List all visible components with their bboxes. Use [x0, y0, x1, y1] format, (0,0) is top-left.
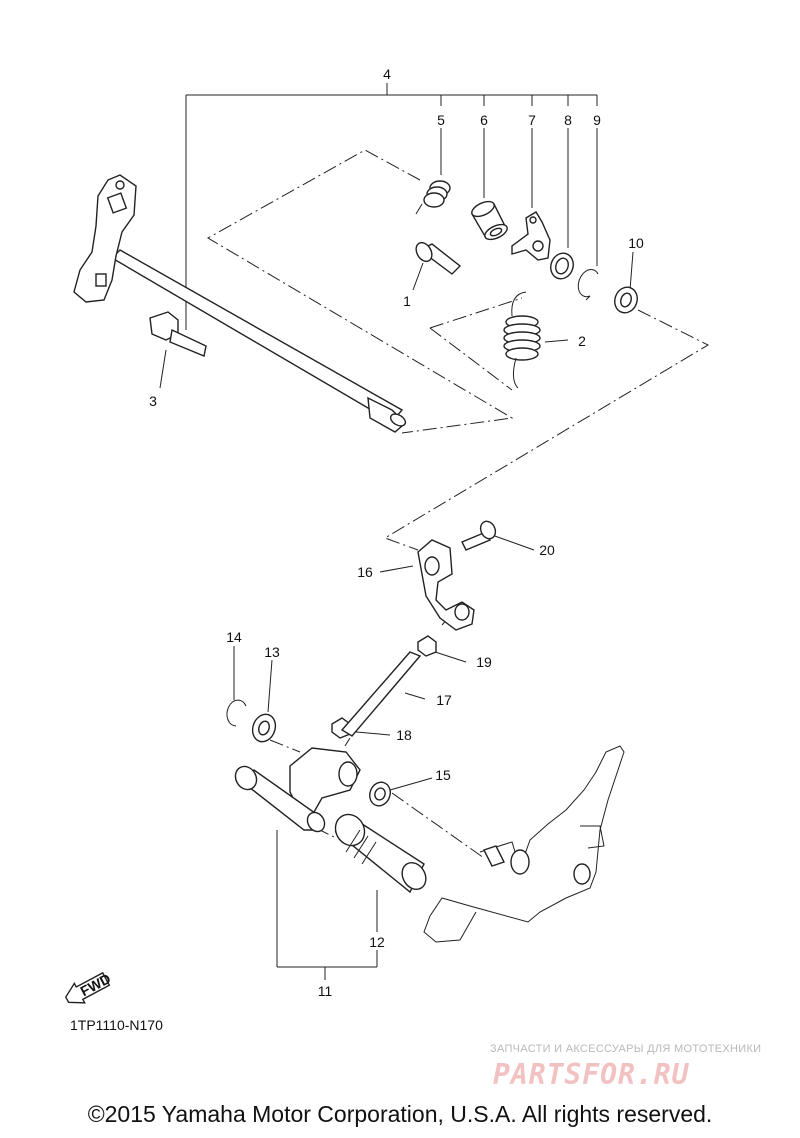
washer-part-13	[251, 713, 277, 743]
leader-lines	[159, 83, 634, 980]
circlip-part-9	[577, 269, 599, 301]
fwd-arrow-icon: FWD	[64, 970, 114, 1004]
callout-19: 19	[476, 654, 492, 670]
collar-part-6	[471, 200, 508, 241]
watermark-logo: PARTSFOR.RU	[493, 1058, 690, 1091]
shift-shaft-assembly	[73, 174, 407, 433]
nut-part-19	[417, 635, 437, 657]
lever-part-7	[511, 211, 551, 261]
callout-10: 10	[628, 235, 644, 251]
spring-part-2	[503, 291, 541, 389]
bolt-part-3	[149, 311, 207, 357]
callout-6: 6	[480, 112, 488, 128]
fwd-label: FWD	[78, 970, 114, 999]
callout-13: 13	[264, 644, 280, 660]
callout-4: 4	[383, 66, 391, 82]
tie-rod-part-17	[340, 651, 422, 737]
callout-2: 2	[578, 333, 586, 349]
callout-7: 7	[528, 112, 536, 128]
callout-16: 16	[357, 564, 373, 580]
spring-part-5	[415, 180, 451, 215]
reference-lines	[206, 149, 710, 859]
washer-part-10	[614, 286, 638, 314]
callout-14: 14	[226, 629, 242, 645]
callout-18: 18	[396, 727, 412, 743]
footrest-bracket-reference	[423, 745, 625, 943]
washer-part-15	[369, 781, 391, 807]
washer-part-8	[550, 252, 574, 280]
callout-8: 8	[564, 112, 572, 128]
diagram-code: 1TP1110-N170	[70, 1017, 163, 1033]
callout-5: 5	[437, 112, 445, 128]
callout-labels: 1 2 3 4 5 6 7 8 9 10 11 12 13 14 15 16 1…	[149, 66, 644, 999]
callout-11: 11	[318, 983, 333, 999]
callout-9: 9	[593, 112, 601, 128]
bolt-part-20	[461, 520, 497, 551]
callout-12: 12	[369, 934, 385, 950]
pin-part-1	[415, 241, 462, 275]
callout-3: 3	[149, 393, 157, 409]
callout-15: 15	[435, 767, 451, 783]
shift-arm-part-16	[417, 539, 475, 631]
callout-1: 1	[403, 293, 411, 309]
rubber-part-12	[334, 813, 427, 894]
exploded-parts-diagram: FWD 1 2 3 4 5 6 7 8 9 10 11 12 13 14 15 …	[64, 66, 710, 1033]
shift-pedal-part-11	[234, 747, 361, 833]
watermark-tagline: ЗАПЧАСТИ И АКСЕССУАРЫ ДЛЯ МОТОТЕХНИКИ	[490, 1043, 762, 1055]
callout-20: 20	[539, 542, 555, 558]
copyright-notice: ©2015 Yamaha Motor Corporation, U.S.A. A…	[87, 1101, 713, 1127]
callout-17: 17	[436, 692, 452, 708]
circlip-part-14	[226, 699, 247, 727]
